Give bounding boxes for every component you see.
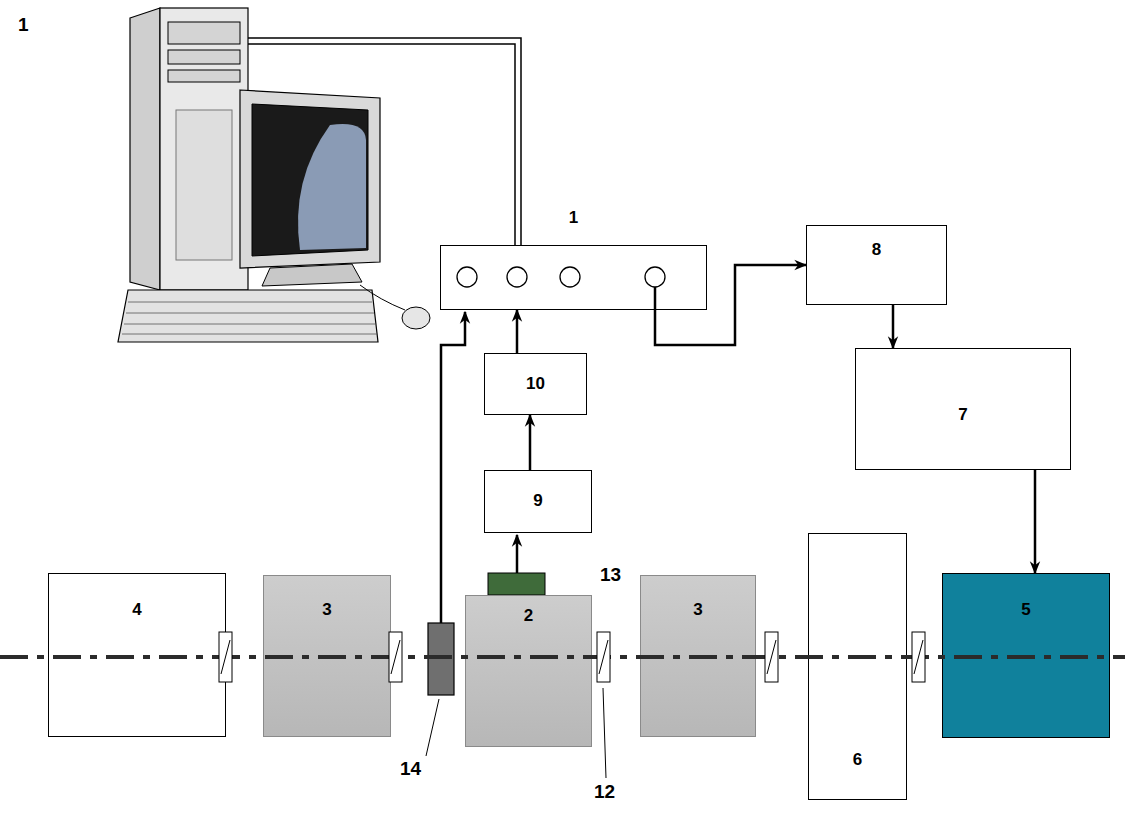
- tower-side: [130, 8, 160, 290]
- keyboard-keys: [122, 302, 377, 334]
- signal-arrow: [441, 312, 465, 623]
- callout-number: 13: [600, 564, 621, 587]
- optics-box: 3: [263, 575, 391, 737]
- data-cable: [248, 38, 521, 245]
- connector-sockets: [457, 267, 665, 287]
- signal-connector: [655, 265, 806, 345]
- signal-connector: [529, 415, 532, 470]
- power-supply-box: 7: [855, 348, 1071, 470]
- controller-box: 8: [806, 225, 947, 305]
- drawing-part: [912, 632, 925, 682]
- monitor-body: [240, 90, 380, 268]
- signal-arrow: [516, 535, 519, 573]
- drive-bay: [168, 50, 240, 64]
- signal-connector: [1034, 470, 1037, 573]
- callout-number: 1: [18, 14, 29, 37]
- leader-line: [426, 699, 439, 756]
- label-holder: 1: [18, 14, 29, 37]
- keyboard: [118, 290, 378, 342]
- preamp-box: 9: [484, 470, 592, 533]
- sensor-element: [428, 623, 454, 695]
- screen-glare: [298, 124, 366, 250]
- socket: [507, 267, 527, 287]
- tower-front: [160, 8, 248, 290]
- leader-line: [603, 688, 606, 778]
- drawing-part: [597, 632, 610, 682]
- window: [765, 632, 778, 682]
- drive-bay: [168, 22, 240, 44]
- drive-bay: [168, 70, 240, 82]
- box-label: 6: [809, 750, 906, 770]
- source-box: 4: [48, 573, 226, 737]
- cell-box: 2: [465, 595, 592, 747]
- detector-element: [488, 573, 545, 595]
- tower-panel: [176, 110, 232, 260]
- window: [912, 632, 925, 682]
- signal-connector: [892, 305, 895, 348]
- drawing-part: [122, 334, 377, 335]
- amplifier-box: 10: [484, 353, 587, 415]
- drawing-part: [765, 632, 778, 682]
- computer-illustration: [118, 8, 430, 342]
- label-holder: 12: [594, 781, 615, 804]
- mouse: [402, 307, 430, 329]
- box-label: 9: [485, 491, 591, 511]
- socket: [560, 267, 580, 287]
- monitor-stand: [262, 264, 362, 286]
- drawing-part: [599, 640, 608, 674]
- label-holder: 14: [400, 758, 421, 781]
- box-label: 3: [264, 600, 390, 620]
- interface-unit: 1: [440, 245, 707, 310]
- box-label: 7: [856, 405, 1070, 425]
- drawing-part: [124, 324, 375, 325]
- window: [597, 632, 610, 682]
- box-label: 10: [485, 374, 586, 394]
- modulator-box: 6: [808, 533, 907, 800]
- drawing-part: [767, 640, 776, 674]
- box-label: 1: [441, 208, 706, 228]
- label-holder: 13: [600, 564, 621, 587]
- mouse-cable: [360, 285, 405, 310]
- callout-number: 12: [594, 781, 615, 804]
- optics-box: 3: [640, 575, 756, 737]
- box-label: 2: [466, 606, 591, 626]
- data-cable: [248, 44, 515, 245]
- signal-wire: [654, 287, 657, 310]
- socket: [457, 267, 477, 287]
- socket: [645, 267, 665, 287]
- box-label: 5: [943, 600, 1109, 620]
- drawing-part: [914, 640, 923, 674]
- laser-box: 5: [942, 573, 1110, 738]
- signal-connector: [516, 310, 519, 353]
- callout-number: 14: [400, 758, 421, 781]
- box-label: 4: [49, 600, 225, 620]
- drawing-part: [128, 302, 372, 303]
- box-label: 3: [641, 600, 755, 620]
- monitor-screen: [252, 104, 368, 256]
- drawing-part: [126, 313, 374, 314]
- box-label: 8: [807, 240, 946, 260]
- drawing-part: [391, 640, 400, 674]
